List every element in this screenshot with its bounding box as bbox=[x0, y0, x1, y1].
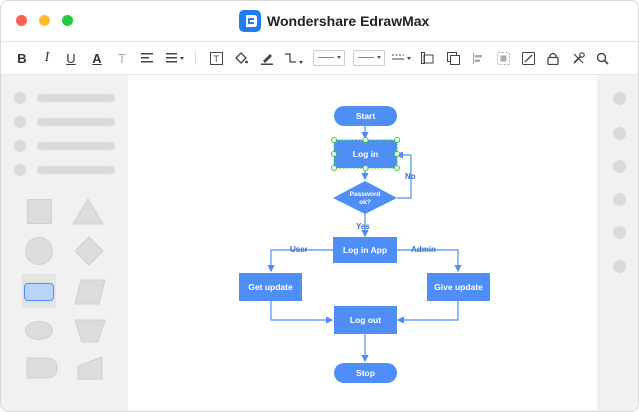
login-app-label: Log in App bbox=[343, 245, 387, 255]
lock-icon[interactable] bbox=[543, 48, 563, 68]
app-title: Wondershare EdrawMax bbox=[267, 13, 430, 29]
diamond-shape[interactable] bbox=[74, 236, 104, 266]
give-update-node[interactable]: Give update bbox=[427, 273, 490, 301]
resize-handle[interactable] bbox=[331, 151, 337, 157]
login-node[interactable]: Log in bbox=[331, 137, 400, 171]
size-icon[interactable] bbox=[493, 48, 513, 68]
diagram-canvas[interactable]: No Yes User Admin Start Log in bbox=[128, 75, 597, 411]
logout-node[interactable]: Log out bbox=[334, 306, 397, 334]
manual-input-shape[interactable] bbox=[77, 356, 103, 380]
get-update-label: Get update bbox=[248, 282, 293, 292]
circle-shape[interactable] bbox=[25, 237, 53, 265]
edge-label-admin: Admin bbox=[411, 245, 436, 254]
sidebar-tool-icon[interactable] bbox=[613, 127, 626, 140]
decision-label-line2: ok? bbox=[359, 199, 371, 206]
resize-handle[interactable] bbox=[394, 151, 400, 157]
library-item-icon[interactable] bbox=[14, 140, 26, 152]
library-item-icon[interactable] bbox=[14, 92, 26, 104]
edge-label-yes: Yes bbox=[356, 222, 370, 231]
group-icon[interactable] bbox=[443, 48, 463, 68]
arrow-style-icon[interactable] bbox=[390, 48, 414, 68]
sidebar-tool-icon[interactable] bbox=[613, 160, 626, 173]
parallelogram-shape[interactable] bbox=[74, 279, 106, 305]
text-style-button[interactable]: T bbox=[118, 50, 126, 66]
line-color-icon[interactable] bbox=[257, 48, 277, 68]
align-objects-icon[interactable] bbox=[468, 48, 488, 68]
sidebar-tool-icon[interactable] bbox=[613, 193, 626, 206]
underline-button[interactable]: U bbox=[66, 50, 76, 66]
text-box-icon[interactable]: T bbox=[206, 48, 226, 68]
resize-handle[interactable] bbox=[362, 137, 369, 143]
square-shape[interactable] bbox=[27, 199, 52, 224]
bring-front-icon[interactable] bbox=[417, 48, 437, 68]
resize-handle[interactable] bbox=[394, 137, 400, 143]
give-update-label: Give update bbox=[434, 282, 483, 292]
sidebar-tool-icon[interactable] bbox=[613, 260, 626, 273]
edge-get-logout bbox=[270, 301, 334, 324]
rounded-rectangle-shape[interactable] bbox=[24, 283, 54, 301]
close-window-button[interactable] bbox=[16, 15, 27, 26]
library-item-placeholder[interactable] bbox=[37, 118, 115, 126]
trapezoid-shape[interactable] bbox=[74, 319, 106, 343]
edge-give-logout bbox=[396, 301, 459, 324]
line-style-select[interactable] bbox=[313, 50, 345, 66]
stop-node[interactable]: Stop bbox=[334, 363, 397, 383]
align-icon[interactable] bbox=[137, 48, 157, 68]
sidebar-tool-icon[interactable] bbox=[613, 226, 626, 239]
right-sidebar bbox=[597, 75, 638, 411]
start-label: Start bbox=[356, 111, 376, 121]
get-update-node[interactable]: Get update bbox=[239, 273, 302, 301]
login-app-node[interactable]: Log in App bbox=[333, 237, 397, 263]
library-item-placeholder[interactable] bbox=[37, 94, 115, 102]
search-icon[interactable] bbox=[592, 48, 612, 68]
resize-handle[interactable] bbox=[362, 165, 369, 171]
minimize-window-button[interactable] bbox=[39, 15, 50, 26]
library-item-icon[interactable] bbox=[14, 116, 26, 128]
decision-node[interactable]: Password ok? bbox=[333, 181, 397, 214]
flowchart: No Yes User Admin Start Log in bbox=[239, 106, 490, 383]
sidebar-tool-icon[interactable] bbox=[613, 92, 626, 105]
line-weight-select[interactable] bbox=[353, 50, 385, 66]
edge-label-user: User bbox=[290, 245, 308, 254]
start-node[interactable]: Start bbox=[334, 106, 397, 126]
ellipse-shape[interactable] bbox=[25, 321, 53, 340]
resize-handle[interactable] bbox=[331, 165, 337, 171]
decision-label-line1: Password bbox=[350, 191, 381, 198]
edge-user bbox=[267, 249, 333, 273]
login-label: Log in bbox=[353, 149, 379, 159]
format-toolbar: B I U A T T bbox=[1, 41, 638, 75]
svg-text:T: T bbox=[213, 54, 219, 64]
title-bar: Wondershare EdrawMax bbox=[1, 1, 638, 41]
library-item-icon[interactable] bbox=[14, 164, 26, 176]
italic-button[interactable]: I bbox=[44, 50, 50, 65]
library-item-placeholder[interactable] bbox=[37, 142, 115, 150]
fill-icon[interactable] bbox=[231, 48, 251, 68]
shape-library-panel bbox=[1, 75, 128, 411]
triangle-shape[interactable] bbox=[72, 198, 104, 225]
bold-button[interactable]: B bbox=[17, 50, 27, 66]
line-spacing-icon[interactable] bbox=[164, 48, 188, 68]
edit-icon[interactable] bbox=[518, 48, 538, 68]
tools-icon[interactable] bbox=[568, 48, 588, 68]
edge-decision-no bbox=[395, 151, 412, 199]
delay-shape[interactable] bbox=[26, 357, 58, 379]
zoom-window-button[interactable] bbox=[62, 15, 73, 26]
font-color-button[interactable]: A bbox=[92, 50, 102, 66]
connector-icon[interactable] bbox=[283, 48, 307, 68]
edge-label-no: No bbox=[405, 172, 416, 181]
stop-label: Stop bbox=[356, 368, 375, 378]
resize-handle[interactable] bbox=[394, 165, 400, 171]
resize-handle[interactable] bbox=[331, 137, 337, 143]
edrawmax-logo-icon bbox=[239, 10, 261, 32]
toolbar-separator bbox=[195, 51, 196, 65]
library-item-placeholder[interactable] bbox=[37, 166, 115, 174]
logout-label: Log out bbox=[350, 315, 381, 325]
edge-admin bbox=[397, 249, 462, 273]
